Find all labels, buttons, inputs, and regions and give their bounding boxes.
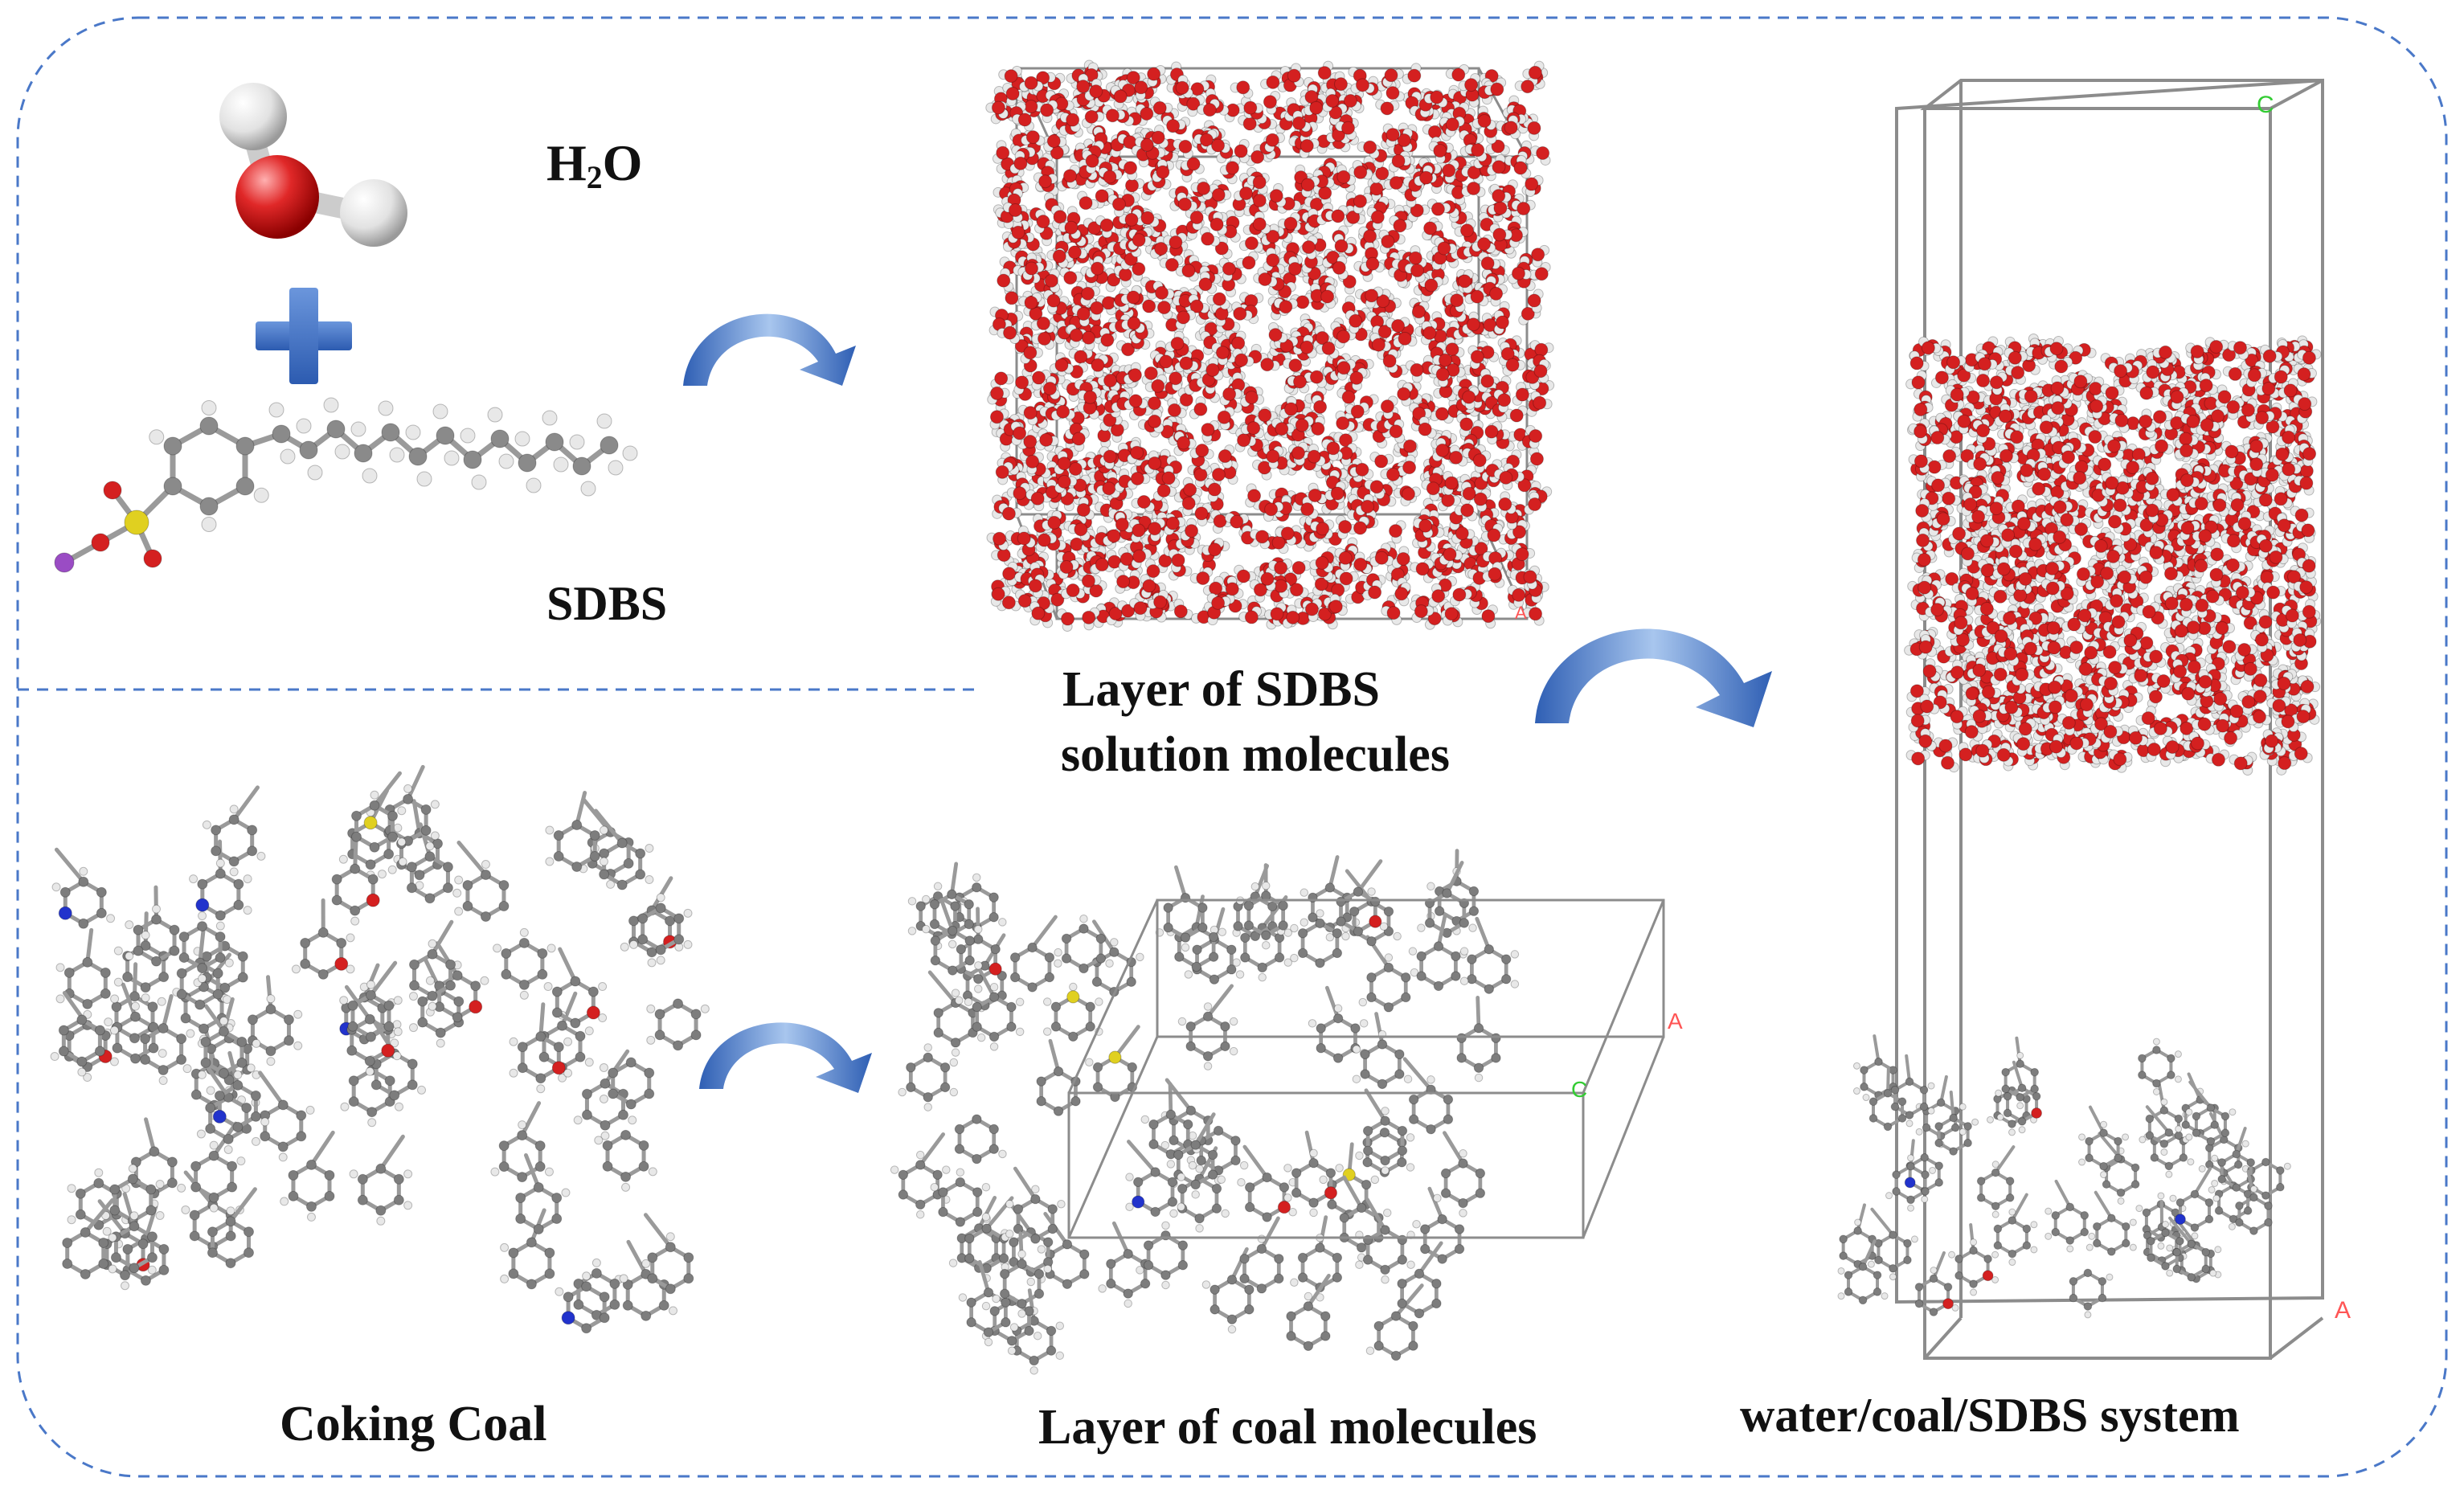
axis-marker-a: A: [2335, 1297, 2351, 1324]
axis-marker-a: A: [1668, 1009, 1683, 1034]
water-molecule: [219, 83, 407, 247]
sdbs-solution-box: [985, 59, 1555, 632]
coal-layer-box: [890, 849, 1665, 1375]
axis-marker-c: C: [2257, 92, 2274, 118]
curved-arrow-icon: [683, 313, 856, 386]
plus-icon: [256, 288, 352, 384]
curved-arrow-icon: [1535, 628, 1772, 727]
coking-coal-molecule: [50, 764, 710, 1334]
axis-marker-c: C: [1571, 1077, 1587, 1102]
water-formula-label: H2O: [546, 134, 643, 195]
combined-system-box: [1837, 78, 2324, 1360]
coking-coal-label: Coking Coal: [280, 1397, 547, 1451]
sdbs-label: SDBS: [546, 577, 668, 630]
coal-layer-label: Layer of coal molecules: [1038, 1400, 1537, 1455]
system-label: water/coal/SDBS system: [1740, 1389, 2240, 1442]
sdbs-molecule: [54, 397, 638, 573]
solution-layer-label: Layer of SDBS solution molecules: [1061, 662, 1450, 782]
curved-arrow-icon: [699, 1022, 872, 1093]
axis-marker-a: A: [1515, 603, 1527, 623]
